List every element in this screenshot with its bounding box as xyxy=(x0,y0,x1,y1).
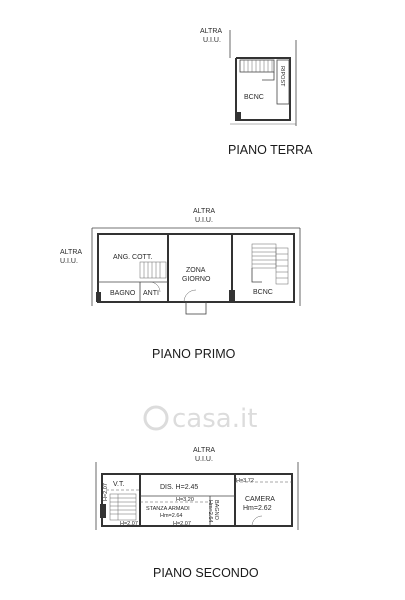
primo-bcnc-label: BCNC xyxy=(253,289,273,296)
primo-altra-left-label: ALTRA xyxy=(60,249,82,256)
watermark-text: casa.it xyxy=(172,404,257,434)
piano-secondo-title: PIANO SECONDO xyxy=(153,566,259,580)
secondo-h207-label: H=2.07 xyxy=(120,521,138,527)
primo-door-swing xyxy=(183,289,197,303)
piano-primo-plan: ALTRA U.I.U. ALTRA U.I.U. xyxy=(60,208,301,361)
secondo-h372-label: H=3.72 xyxy=(236,478,254,484)
primo-ang-cott-label: ANG. COTT. xyxy=(113,254,152,261)
primo-kitchen-stair xyxy=(139,261,167,279)
terra-stair-rail xyxy=(262,72,275,81)
piano-primo-title: PIANO PRIMO xyxy=(152,347,236,361)
primo-uiu-top-label: U.I.U. xyxy=(195,217,213,224)
secondo-h320-label: H=3.20 xyxy=(176,497,194,503)
terra-stair-landing xyxy=(239,59,275,73)
secondo-camera-label: CAMERA xyxy=(245,496,275,503)
watermark: casa.it xyxy=(143,404,257,434)
primo-anti-label: ANTI xyxy=(143,290,159,297)
primo-door-swing xyxy=(149,281,161,293)
piano-secondo-plan: ALTRA U.I.U. V.T. DIS. H=2.45 H=3.72 H=3… xyxy=(95,447,299,580)
secondo-camera-height: Hm=2.62 xyxy=(243,505,272,512)
terra-bcnc-label: BCNC xyxy=(244,94,264,101)
secondo-bagno-label: BAGNO xyxy=(213,500,219,521)
secondo-stair xyxy=(109,493,137,521)
primo-bcnc-rail xyxy=(251,268,262,283)
secondo-dis-label: DIS. H=2.45 xyxy=(160,484,198,491)
piano-terra-plan: ALTRA U.I.U. RIPOST BCNC PIANO TERRA xyxy=(200,28,313,157)
watermark-logo-icon xyxy=(143,405,169,431)
primo-giorno-label: GIORNO xyxy=(182,276,211,283)
secondo-stanza-label: STANZA ARMADI xyxy=(146,506,190,512)
secondo-uiu-label: U.I.U. xyxy=(195,456,213,463)
primo-bcnc-stair xyxy=(251,243,289,285)
secondo-vt-label: V.T. xyxy=(113,481,124,488)
terra-stair-steps xyxy=(243,60,273,72)
secondo-stanza-height: Hm=2.64 xyxy=(160,513,182,519)
primo-bagno-label: BAGNO xyxy=(110,290,136,297)
primo-zona-label: ZONA xyxy=(186,267,206,274)
primo-entrance-landing xyxy=(185,301,207,315)
terra-pillar xyxy=(235,112,241,120)
secondo-door-swing xyxy=(251,515,263,527)
terra-outer-wall xyxy=(235,57,291,121)
primo-altra-top-label: ALTRA xyxy=(193,208,215,215)
terra-ripost-room xyxy=(276,59,290,105)
secondo-pillar xyxy=(100,504,106,518)
terra-altra-label: ALTRA xyxy=(200,28,222,35)
secondo-h207-label: H=2.07 xyxy=(103,483,109,501)
terra-uiu-label: U.I.U. xyxy=(203,37,221,44)
secondo-altra-label: ALTRA xyxy=(193,447,215,454)
secondo-h207-label: H=2.07 xyxy=(173,521,191,527)
primo-pillar xyxy=(229,290,235,302)
piano-terra-title: PIANO TERRA xyxy=(228,143,313,157)
secondo-outer-wall xyxy=(101,473,293,527)
primo-uiu-left-label: U.I.U. xyxy=(60,258,78,265)
secondo-bagno-height: Hm=2.64 xyxy=(207,500,213,522)
terra-ripost-label: RIPOST xyxy=(279,66,285,87)
primo-pillar xyxy=(96,292,101,302)
